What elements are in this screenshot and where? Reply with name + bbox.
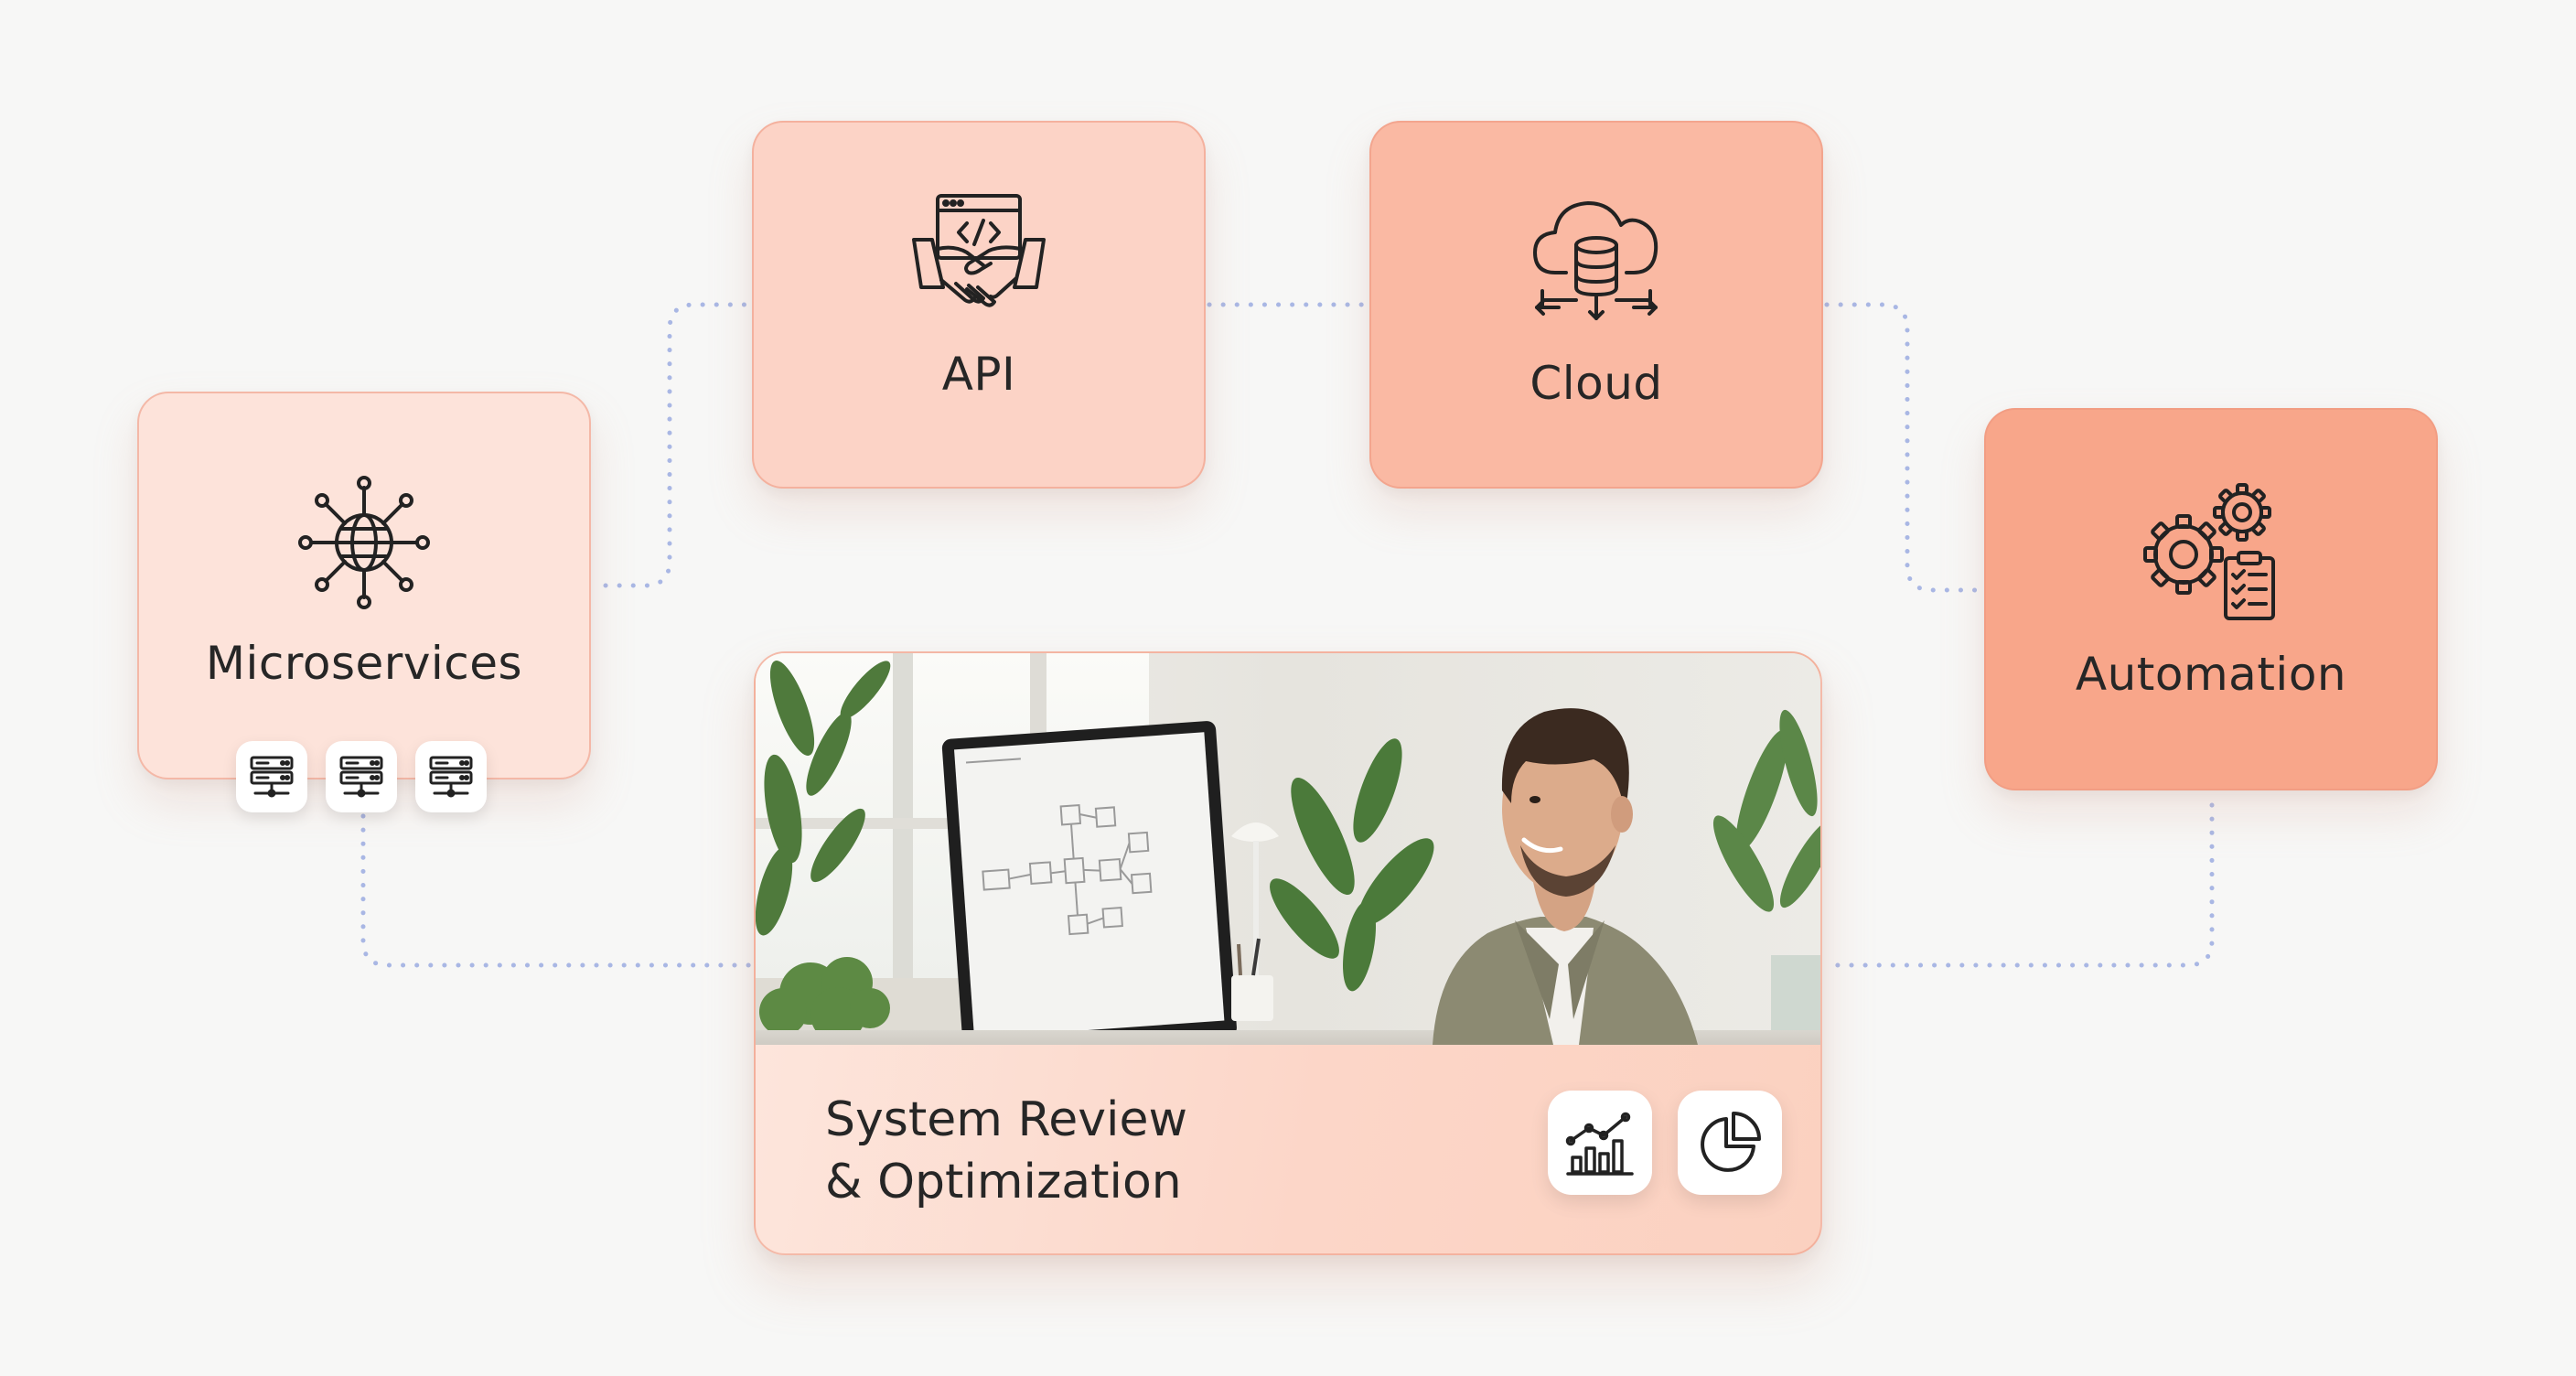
network-globe-icon bbox=[298, 476, 430, 609]
server-chip[interactable] bbox=[415, 741, 487, 812]
api-card[interactable]: API bbox=[752, 121, 1206, 489]
cloud-label: Cloud bbox=[1530, 357, 1663, 410]
man-smiling-at-monitor-photo bbox=[756, 653, 1820, 1045]
cloud-database-icon bbox=[1533, 201, 1658, 320]
server-icon bbox=[339, 756, 383, 798]
server-icon bbox=[429, 756, 473, 798]
api-label: API bbox=[941, 348, 1016, 401]
pie-chart-chip[interactable] bbox=[1678, 1091, 1782, 1195]
server-chip[interactable] bbox=[326, 741, 397, 812]
server-icon bbox=[250, 756, 294, 798]
cloud-card[interactable]: Cloud bbox=[1369, 121, 1823, 489]
automation-label: Automation bbox=[2075, 648, 2347, 701]
microservices-label: Microservices bbox=[205, 637, 523, 690]
connector-micro-review bbox=[360, 813, 755, 968]
system-review-card[interactable]: System Review & Optimization bbox=[754, 651, 1822, 1255]
automation-card[interactable]: Automation bbox=[1984, 408, 2438, 790]
microservices-card[interactable]: Microservices bbox=[137, 392, 591, 779]
server-icons-row bbox=[236, 741, 487, 812]
bar-chart-trend-icon bbox=[1565, 1112, 1634, 1176]
analytics-chip[interactable] bbox=[1548, 1091, 1652, 1195]
pie-chart-icon bbox=[1701, 1112, 1761, 1172]
system-review-title: System Review & Optimization bbox=[825, 1089, 1187, 1213]
gears-checklist-icon bbox=[2143, 483, 2275, 620]
api-handshake-icon bbox=[912, 194, 1046, 307]
system-review-title-line2: & Optimization bbox=[825, 1155, 1182, 1209]
connector-cloud-auto bbox=[1824, 302, 1984, 593]
server-chip[interactable] bbox=[236, 741, 307, 812]
connector-micro-api bbox=[603, 302, 755, 588]
system-review-title-line1: System Review bbox=[825, 1092, 1187, 1147]
connector-auto-review bbox=[1823, 802, 2215, 968]
